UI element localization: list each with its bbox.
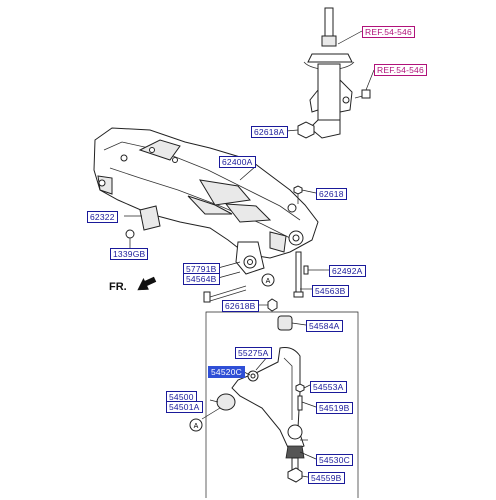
lower-control-arm xyxy=(216,315,308,483)
callout-a-lower: A xyxy=(189,418,203,432)
part-label-54553a[interactable]: 54553A xyxy=(310,381,347,393)
callout-a-upper-text: A xyxy=(266,278,271,285)
lower-arm-box xyxy=(205,311,359,498)
callout-a-lower-text: A xyxy=(194,423,199,430)
part-label-62618a[interactable]: 62618A xyxy=(251,126,288,138)
part-label-54520c[interactable]: 54520C xyxy=(208,366,245,378)
subframe-bolts xyxy=(125,185,324,312)
part-label-1339gb[interactable]: 1339GB xyxy=(110,248,149,260)
front-direction-label: FR. xyxy=(109,281,127,293)
part-label-62618[interactable]: 62618 xyxy=(316,188,347,200)
part-label-62400a[interactable]: 62400A xyxy=(219,156,256,168)
callout-a-upper: A xyxy=(261,273,275,287)
leader-lines xyxy=(124,30,375,478)
part-label-55275a[interactable]: 55275A xyxy=(235,347,272,359)
part-label-62322[interactable]: 62322 xyxy=(87,211,118,223)
subframe xyxy=(93,127,319,275)
part-label-54530c[interactable]: 54530C xyxy=(316,454,353,466)
part-label-54584a[interactable]: 54584A xyxy=(306,320,343,332)
part-label-54564b[interactable]: 54564B xyxy=(183,273,220,285)
ref-label-strut-mid[interactable]: REF.54-546 xyxy=(374,64,427,76)
strut-assembly xyxy=(297,7,371,139)
front-direction-arrow xyxy=(137,276,157,291)
part-label-54519b[interactable]: 54519B xyxy=(316,402,353,414)
ref-label-strut-top[interactable]: REF.54-546 xyxy=(362,26,415,38)
part-label-54559b[interactable]: 54559B xyxy=(308,472,345,484)
part-label-62618b[interactable]: 62618B xyxy=(222,300,259,312)
part-label-62492a[interactable]: 62492A xyxy=(329,265,366,277)
part-label-54563b[interactable]: 54563B xyxy=(312,285,349,297)
part-label-54501a[interactable]: 54501A xyxy=(166,401,203,413)
